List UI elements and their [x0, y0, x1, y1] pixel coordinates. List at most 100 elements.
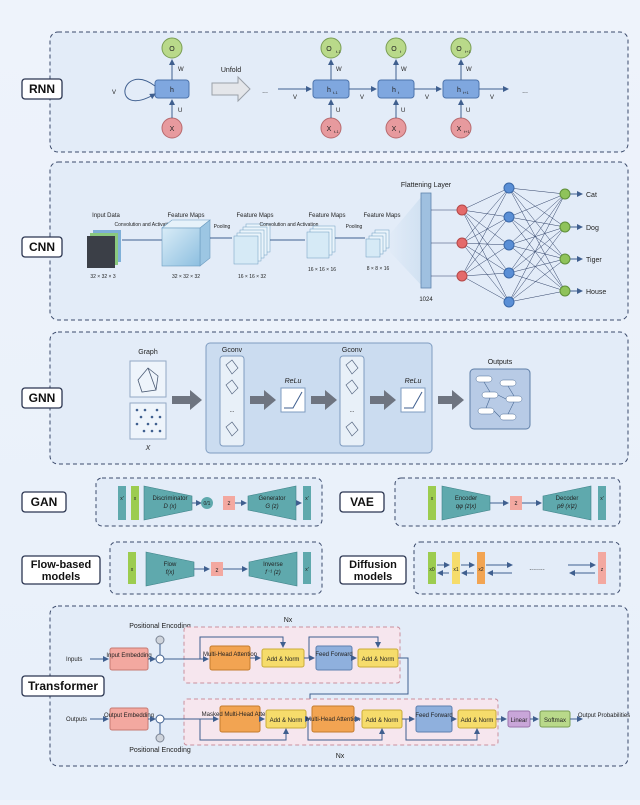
- fc-input-node-2: [456, 237, 468, 249]
- feature-map-4: [365, 229, 390, 258]
- input-graph: [129, 360, 167, 398]
- fc-hidden-node-1: [503, 182, 515, 194]
- feature-map-1: [161, 227, 201, 267]
- flow-x: [128, 552, 136, 584]
- v-label-1: V: [293, 95, 297, 101]
- diffusion-x2: [477, 552, 485, 584]
- class-cat: Cat: [586, 192, 597, 199]
- gnn-arrow-5: [438, 390, 464, 410]
- ellipsis-left: ...: [262, 88, 268, 95]
- gnn-graph-label: Graph: [138, 349, 158, 356]
- diffusion-x0-label: x0: [429, 567, 435, 573]
- cnn-fm3: Feature Maps: [308, 213, 345, 219]
- gnn-section: GNN Graph X Gconv ... ReLu Gconv ... ReL…: [21, 331, 629, 465]
- diffusion-x0: [428, 552, 436, 584]
- flattening-layer: [420, 192, 432, 289]
- class-tiger: Tiger: [586, 257, 602, 264]
- decoder-residual-2: [307, 719, 385, 741]
- cell2-x: X: [457, 126, 462, 133]
- fc-input-node-3: [456, 270, 468, 282]
- masked-mha-label: Masked Multi-Head Attention: [202, 712, 279, 718]
- gnn-arrow-2: [250, 390, 276, 410]
- encoder-ff-label: Feed Forward: [315, 652, 352, 658]
- v-label-4: V: [490, 95, 494, 101]
- decoder-addnorm-2-label: Add & Norm: [366, 718, 399, 724]
- rnn-unrolled: O t-1 h t-1 X t-1 W U O t h t: [278, 37, 509, 139]
- vae-dec: Decoder: [556, 496, 579, 502]
- outputs-label: Outputs: [66, 717, 87, 723]
- ellipsis-right: ...: [522, 88, 528, 95]
- discriminator: [143, 485, 193, 521]
- gan-gen: Generator: [258, 496, 285, 502]
- gnn-tag: GNN: [29, 391, 56, 405]
- fc-hidden-node-2: [503, 211, 515, 223]
- diffusion-x2-label: x2: [478, 567, 484, 573]
- gnn-arrow-1: [172, 390, 202, 410]
- cnn-conv1: Convolution and Activation: [115, 222, 174, 228]
- gan-bin: 0/1: [204, 501, 211, 507]
- cnn-fm2-dim: 16 × 16 × 32: [238, 274, 266, 280]
- diffusion-tag-2: models: [354, 571, 393, 583]
- diffusion-x1: [452, 552, 460, 584]
- linear-label: Linear: [511, 718, 528, 724]
- flow-z: [211, 562, 223, 576]
- cnn-fm4: Feature Maps: [363, 213, 400, 219]
- rnn-cell-t-1: O t-1 h t-1 X t-1 W U: [312, 37, 350, 139]
- gan-binary-output: [201, 497, 213, 509]
- cnn-input-dim: 32 × 32 × 3: [90, 274, 116, 280]
- output-emb-label: Output Embedding: [104, 713, 154, 719]
- cell2-w: W: [466, 67, 472, 73]
- folded-x: X: [170, 126, 175, 133]
- fc-output-node-3: [559, 253, 571, 265]
- gan-z-label: z: [228, 501, 231, 507]
- vae-enc-f: qφ (z|x): [456, 504, 476, 510]
- vae-enc: Encoder: [455, 496, 477, 502]
- cell2-h-sub: t+1: [463, 90, 469, 95]
- flow-tag-box: [21, 555, 101, 585]
- fc-hidden-node-3: [503, 239, 515, 251]
- flow-section: Flow-based models x Flow f(x) z Inverse …: [21, 541, 323, 595]
- encoder-residual-1: [199, 636, 286, 659]
- folded-w: W: [178, 67, 184, 73]
- cnn-conv2: Convolution and Activation: [260, 222, 319, 228]
- gan-tag-box: [21, 491, 67, 513]
- folded-h: h: [170, 87, 174, 94]
- encoder-ff: [315, 645, 353, 671]
- decoder-ff: [415, 705, 453, 733]
- gan-tag: GAN: [31, 495, 58, 509]
- pos-enc-top-icon: [155, 635, 165, 645]
- v-label-2: V: [360, 95, 364, 101]
- encoder-addnorm-2-label: Add & Norm: [362, 657, 395, 663]
- nx-bottom: Nx: [336, 753, 345, 760]
- fc-output-node-2: [559, 221, 571, 233]
- unfold-label: Unfold: [221, 67, 241, 74]
- decoder-residual-3: [405, 719, 480, 741]
- softmax-label: Softmax: [544, 718, 566, 724]
- cell0-x-sub: t-1: [334, 129, 339, 134]
- v-label-3: V: [425, 95, 429, 101]
- decoder-mha-label: Multi-Head Attention: [306, 717, 360, 723]
- flow-inv-f: f⁻¹ (z): [265, 570, 281, 576]
- cnn-fm1: Feature Maps: [167, 213, 204, 219]
- gconv2-dots: ...: [349, 408, 354, 414]
- gan-fake-x: [303, 486, 311, 520]
- diffusion-dots: ........: [529, 565, 545, 572]
- unfold-arrow: [211, 75, 251, 103]
- folded-v: V: [112, 90, 116, 96]
- encoder-mha-label: Multi-Head Attention: [203, 652, 257, 658]
- rnn-cell-t: O t h t X t W U: [377, 37, 415, 139]
- gconv2-label: Gconv: [342, 347, 363, 354]
- diffusion-z-label: z: [601, 567, 604, 573]
- cell1-w: W: [401, 67, 407, 73]
- cnn-flatten-dim: 1024: [419, 297, 433, 303]
- encoder-addnorm-1-label: Add & Norm: [267, 657, 300, 663]
- output-probabilities: Output Probabilities: [578, 713, 630, 719]
- cell2-o-sub: t+1: [465, 49, 471, 54]
- gconv1-label: Gconv: [222, 347, 243, 354]
- gan-x2: x: [134, 496, 137, 502]
- encoder-residual-2: [308, 636, 381, 658]
- gan-z: [223, 496, 235, 510]
- cell1-u: U: [401, 108, 405, 114]
- pos-enc-bottom: Positional Encoding: [129, 747, 191, 754]
